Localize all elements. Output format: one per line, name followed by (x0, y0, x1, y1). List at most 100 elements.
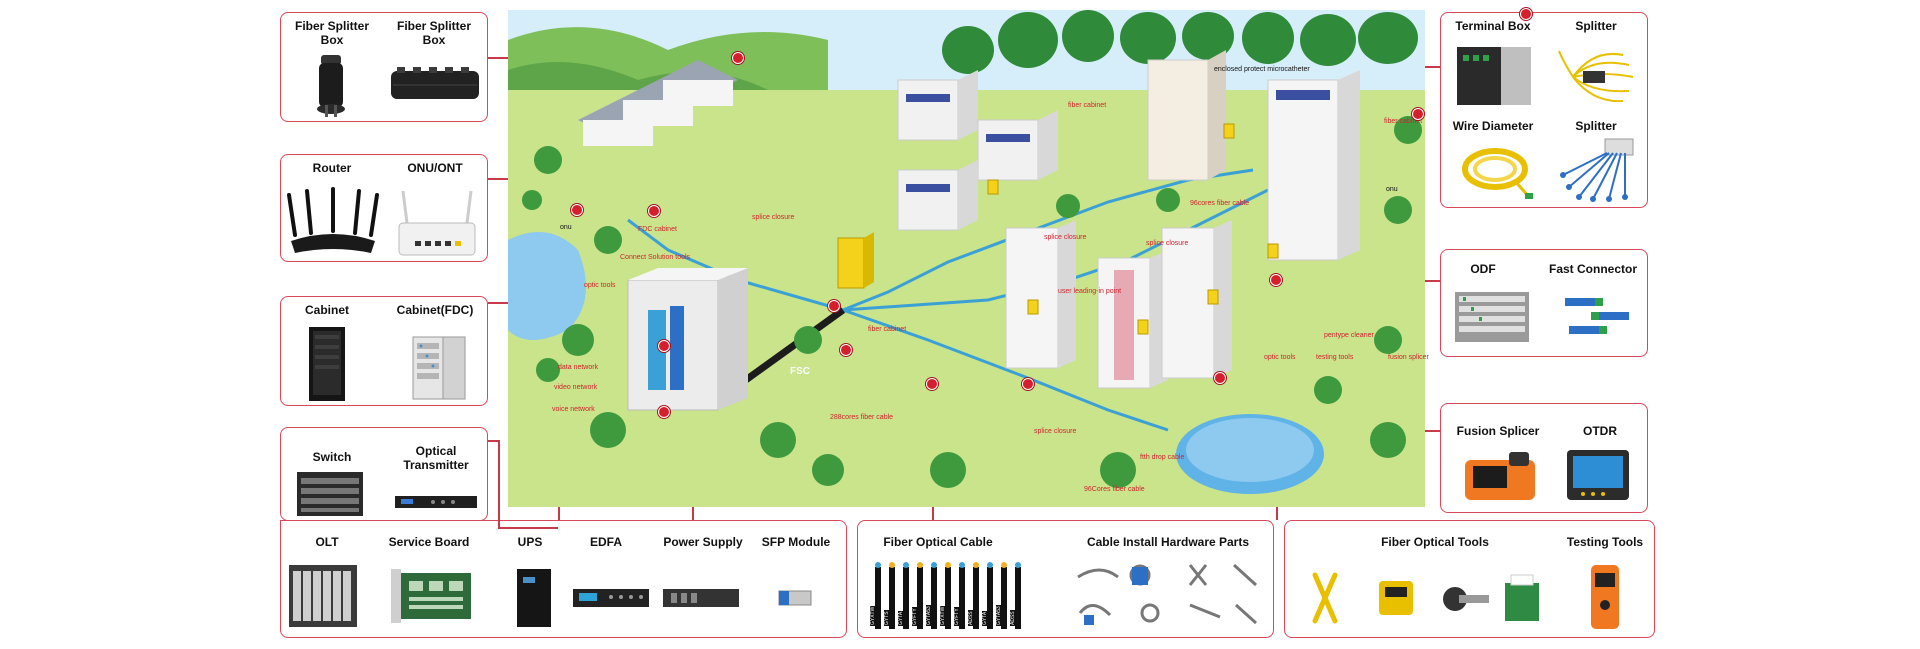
label-cabinet-fdc: Cabinet(FDC) (396, 303, 474, 317)
fiber-splitter-horizontal-icon (391, 67, 479, 99)
scene-label-pentype-cleaner: pentype cleaner (1324, 332, 1374, 339)
otdr-icon (1567, 450, 1629, 500)
cable-spec-label: GYTA (898, 610, 904, 626)
cable-spec-label: GYFTY (912, 607, 918, 626)
optical-transmitter-icon (395, 496, 477, 508)
cable-spec-label: GYTA53 (996, 605, 1002, 626)
marker-dot (828, 300, 840, 312)
terminal-box-icon (1457, 47, 1531, 105)
scene-label-fsc: FSC (790, 366, 810, 377)
hardware-parts-icon (1077, 563, 1258, 625)
wire-coil-icon (1462, 148, 1533, 199)
label-odf: ODF (1470, 262, 1496, 276)
marker-dot (1520, 8, 1532, 20)
panel-splitter-boxes: Fiber Splitter Box Fiber Splitter Box (280, 12, 488, 122)
label-edfa: EDFA (589, 535, 622, 549)
scene-label-fiber-cabinet-2: fiber cabinet (1068, 102, 1107, 109)
label-splitter-1: Splitter (1575, 19, 1617, 33)
cable-spec-label: ADSS (968, 610, 974, 626)
marker-dot (1022, 378, 1034, 390)
scene-label-connect-tools: Connect Solution tools (620, 254, 691, 261)
splitter-blue-icon (1560, 138, 1634, 202)
scene-label-voice-network: voice network (552, 406, 595, 413)
marker-dot (1214, 372, 1226, 384)
sfp-module-icon (778, 590, 812, 606)
cable-spec-label: ADSS (1010, 610, 1016, 626)
odf-icon (1455, 292, 1529, 342)
scene-label-testing-tools: testing tools (1316, 354, 1354, 361)
scene-label-splice-closure-4: splice closure (1034, 428, 1077, 435)
scene-label-fdc-cabinet: FDC cabinet (638, 226, 677, 233)
label-fiber-optical-tools: Fiber Optical Tools (1381, 535, 1489, 549)
scene-label-video-network: video network (554, 384, 598, 391)
label-power-supply: Power Supply (663, 535, 743, 549)
marker-dot (658, 406, 670, 418)
label-service-board: Service Board (388, 535, 470, 549)
splitter-yellow-icon (1558, 50, 1634, 103)
scene-label-splice-closure-2: splice closure (1044, 234, 1087, 241)
label-olt: OLT (315, 535, 339, 549)
label-cable-install-hardware: Cable Install Hardware Parts (1086, 535, 1250, 549)
label-onu-ont: ONU/ONT (407, 161, 463, 175)
scene-label-splice-closure-1: splice closure (752, 214, 795, 221)
switch-icon (297, 472, 363, 516)
scene-label-data-network: data network (558, 364, 599, 371)
label-fast-connector: Fast Connector (1548, 262, 1637, 276)
fast-connector-icon (1565, 298, 1629, 334)
label-wire-diameter: Wire Diameter (1452, 119, 1534, 133)
power-supply-icon (663, 589, 739, 607)
network-scene: onu FDC cabinet splice closure Connect S… (508, 8, 1532, 507)
testing-tool-icon (1591, 565, 1619, 629)
connector-line (498, 527, 558, 529)
ups-icon (517, 569, 551, 627)
onu-ont-icon (398, 190, 476, 256)
label-splitter-2: Splitter (1575, 119, 1617, 133)
panel-odf-connector: ODF Fast Connector (1440, 249, 1648, 357)
server-cabinet-icon (309, 327, 345, 401)
marker-dot (648, 205, 660, 217)
panel-switch-transmitter: Switch Optical Transmitter (280, 427, 488, 521)
marker-dot (926, 378, 938, 390)
scene-label-288cores: 288cores fiber cable (830, 414, 894, 421)
scene-label-96cores-2: 96Cores fiber cable (1084, 486, 1145, 493)
label-ups: UPS (517, 535, 543, 549)
edfa-icon (573, 589, 649, 607)
cable-spec-label: GYXTW (940, 605, 946, 626)
fusion-splicer-icon (1465, 452, 1535, 500)
scene-illustration (508, 10, 1425, 507)
scene-label-fiber-cabinet-1: fiber cabinet (868, 326, 907, 333)
panel-fusion-otdr: Fusion Splicer OTDR (1440, 403, 1648, 513)
scene-label-onu-2: onu (1386, 186, 1398, 193)
cable-spec-label: GYTA (982, 610, 988, 626)
scene-label-optic-tools-1: optic tools (584, 282, 616, 289)
router-icon (287, 187, 379, 253)
label-sfp-module: SFP Module (761, 535, 831, 549)
fiber-tools-icon (1312, 572, 1539, 624)
label-fiber-splitter-box-1: Fiber Splitter Box (294, 19, 369, 47)
scene-label-fusion-splicer: fusion splicer (1388, 354, 1429, 361)
service-board-icon (391, 569, 471, 623)
connector-line (1425, 66, 1440, 68)
scene-label-fiber-cabinet-3: fiber cabinet (1384, 118, 1423, 125)
fdc-cabinet-icon (412, 336, 466, 400)
marker-dot (732, 52, 744, 64)
label-testing-tools: Testing Tools (1566, 535, 1644, 549)
label-router: Router (312, 161, 352, 175)
label-switch: Switch (312, 450, 352, 464)
marker-dot (840, 344, 852, 356)
panel-equipment: OLT Service Board UPS EDFA Power Supply … (280, 520, 847, 638)
scene-label-splice-closure-3: splice closure (1146, 240, 1189, 247)
marker-dot (1270, 274, 1282, 286)
label-cabinet: Cabinet (304, 303, 349, 317)
connector-line (498, 440, 500, 528)
scene-label-enclosed-microcatheter: enclosed protect microcatheter (1214, 66, 1310, 73)
scene-label-96cores-1: 96cores fiber cable (1190, 200, 1250, 207)
olt-icon (289, 565, 357, 627)
cable-spec-label: GYXTW (870, 605, 876, 626)
scene-label-optic-tools-2: optic tools (1264, 354, 1296, 361)
cable-spec-label: GYTA53 (926, 605, 932, 626)
panel-cabinets: Cabinet Cabinet(FDC) (280, 296, 488, 406)
marker-dot (571, 204, 583, 216)
label-optical-transmitter: Optical Transmitter (403, 444, 469, 472)
